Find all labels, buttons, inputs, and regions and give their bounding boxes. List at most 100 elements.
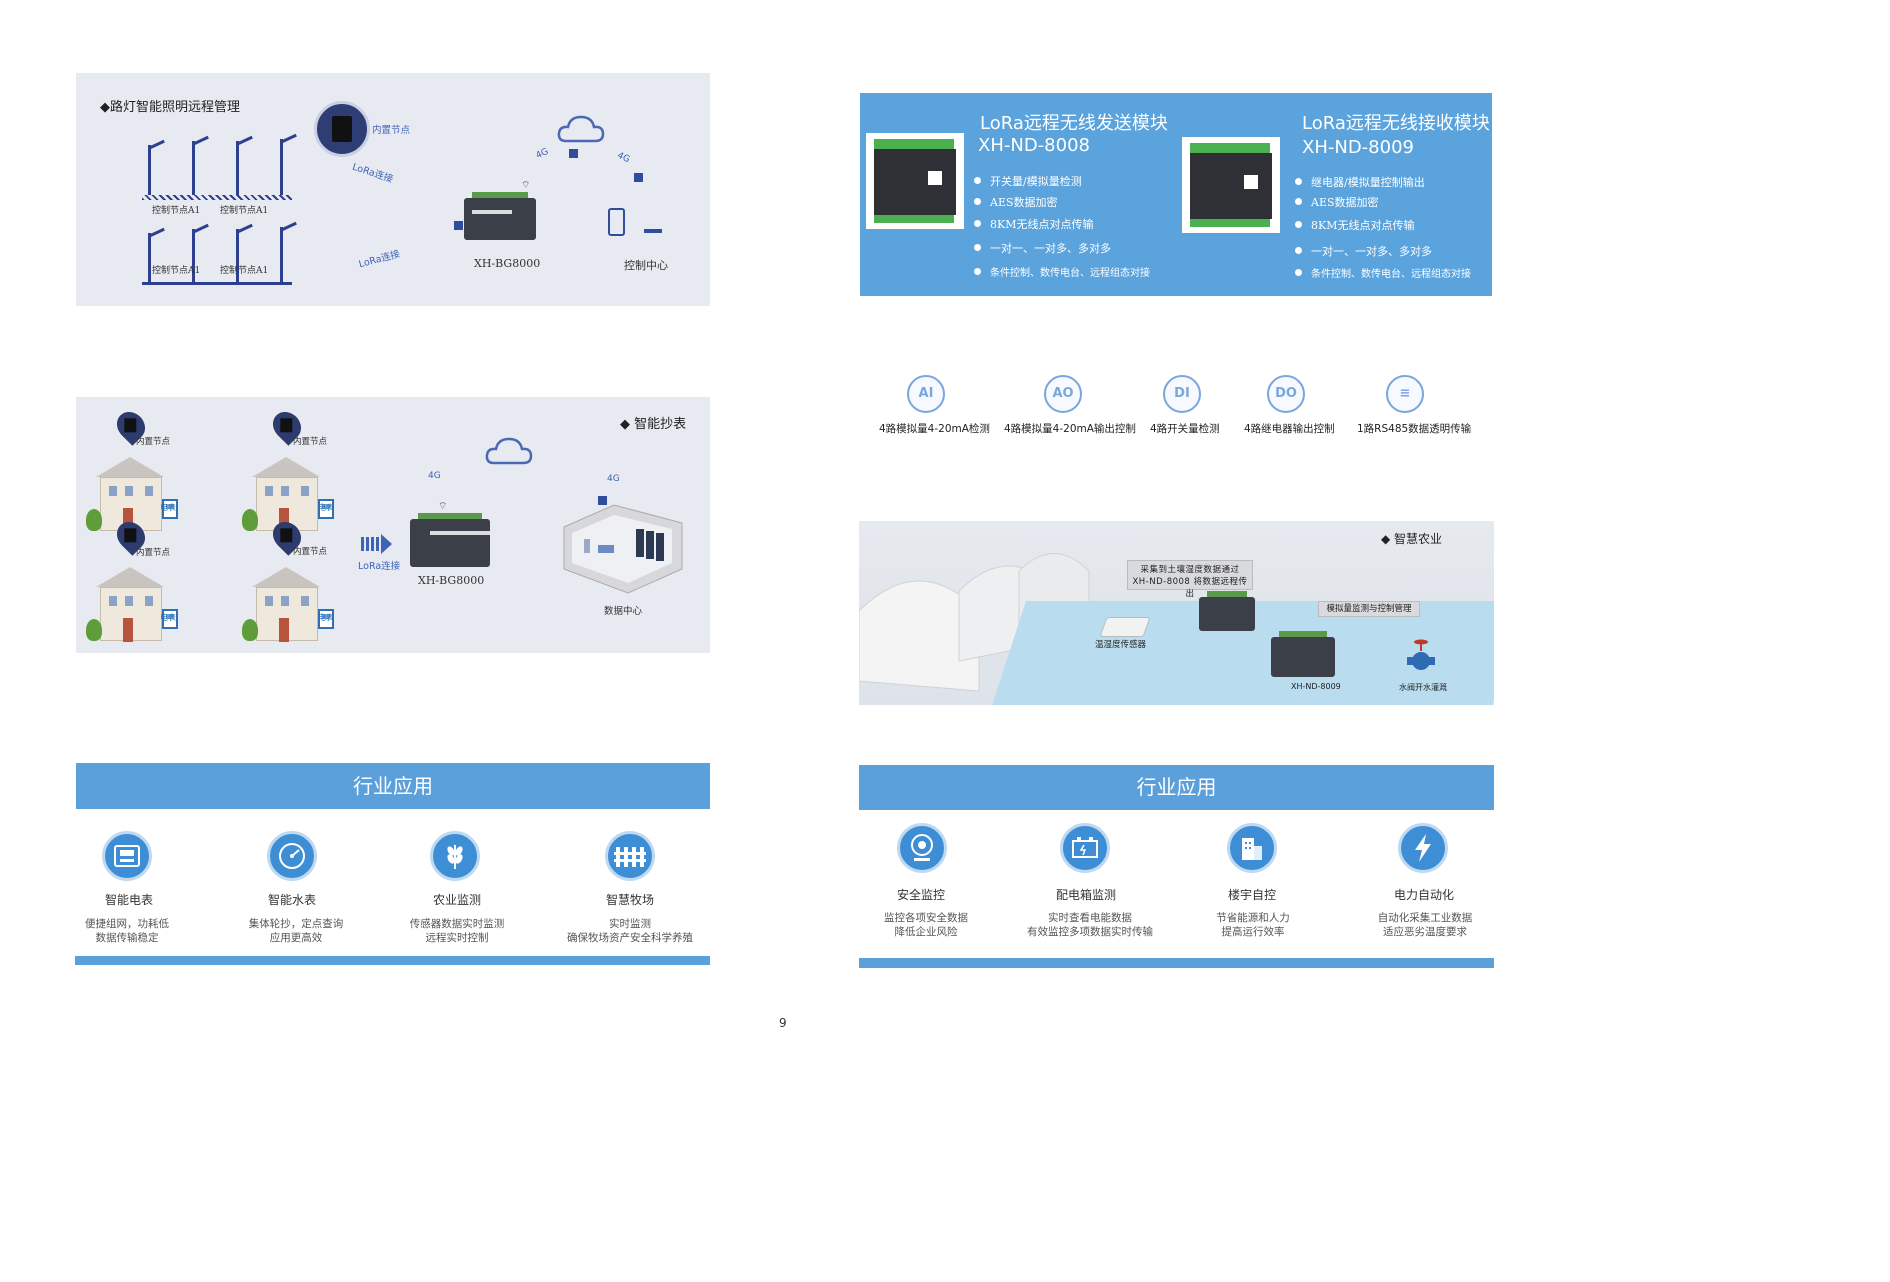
signal-marker: [598, 496, 607, 505]
sender-device-image: [866, 133, 964, 229]
electric-meter-icon: [318, 499, 334, 519]
app-desc-line: 实时监测 确保牧场资产安全科学养殖: [567, 918, 693, 944]
feature-label: 4路继电器输出控制: [1244, 423, 1335, 435]
meter-icon: [102, 831, 152, 881]
app-title: 楼宇自控: [1227, 888, 1276, 902]
data-center-illustration: [554, 499, 686, 595]
signal-marker: [634, 173, 643, 182]
street-pole: [148, 145, 151, 195]
app-title: 配电箱监测: [1055, 888, 1116, 902]
phone-icon: [608, 208, 625, 236]
control-node-label: 控制节点A1: [220, 206, 269, 216]
receiver-device-image: [1182, 137, 1280, 233]
house-roof: [252, 567, 320, 587]
receiver-device: [1271, 631, 1335, 677]
feature-label: 4路模拟量4-20mA检测: [879, 423, 990, 435]
app-title: 农业监测: [432, 893, 481, 907]
app-desc-line: 节省能源和人力 提高运行效率: [1216, 912, 1290, 938]
meter-panel: ◆ 智能抄表 内置节点 电表 内置节点 电表 内置节点 电表 内置节点 电表: [76, 397, 710, 653]
arrow-right-icon: [361, 534, 393, 558]
house-roof: [252, 457, 320, 477]
receiver-bullet: AES数据加密: [1295, 196, 1379, 209]
app-desc-line: 实时查看电能数据 有效监控多项数据实时传输: [1027, 912, 1153, 938]
device-terminal: [1279, 631, 1327, 637]
industry-title-bar-right: 行业应用: [859, 765, 1494, 810]
fence-icon: [605, 831, 655, 881]
street-pole: [148, 233, 151, 283]
device-body: [874, 149, 956, 215]
app-title: 电力自动化: [1393, 888, 1454, 902]
sender-bullet: 开关量/模拟量检测: [974, 175, 1082, 188]
bottom-bar-right: [859, 958, 1494, 968]
app-desc-line: 便捷组网，功耗低 数据传输稳定: [85, 918, 169, 944]
analog-input-icon: AI: [907, 375, 945, 413]
water-valve-icon: [1407, 639, 1435, 670]
sensor-device: [1099, 617, 1151, 637]
sender-bullet: 条件控制、数传电台、远程组态对接: [974, 264, 1150, 279]
house-roof: [96, 457, 164, 477]
meter-title: ◆ 智能抄表: [620, 417, 687, 432]
wifi-icon: ⌔: [438, 501, 448, 512]
street-baseline-top: [142, 195, 292, 200]
street-lamp-head: [237, 223, 253, 234]
builtin-node-label: 内置节点: [136, 548, 171, 558]
page-number: 9: [779, 1016, 787, 1030]
sender-bullet: AES数据加密: [974, 196, 1058, 209]
meter-label: 电表: [318, 503, 334, 512]
house-body: [256, 587, 318, 642]
street-pole: [236, 229, 239, 283]
street-baseline-bottom: [142, 282, 292, 285]
meter-label: 电表: [318, 613, 334, 622]
gateway-label: XH-BG8000: [474, 257, 541, 270]
app-title: 智慧牧场: [605, 893, 654, 907]
lora-link-label: LoRa连接: [358, 561, 401, 572]
cloud-icon: [484, 435, 534, 467]
app-desc-line: 传感器数据实时监测 远程实时控制: [409, 918, 505, 944]
app-desc-line: 监控各项安全数据 降低企业风险: [884, 912, 968, 938]
tree-icon: [242, 619, 258, 641]
control-center-label: 控制中心: [624, 259, 668, 272]
house-illustration: [86, 516, 196, 657]
receiver-bullet: 一对一、一对多、多对多: [1295, 245, 1432, 258]
terminal-strip: [874, 139, 954, 149]
street-pole: [280, 139, 283, 195]
sender-device: [1199, 591, 1255, 631]
builtin-node-label: 内置节点: [136, 437, 171, 447]
receiver-label: XH-ND-8009: [1291, 682, 1341, 691]
net-4g-label: 4G: [607, 474, 620, 484]
sensor-label: 温湿度传感器: [1095, 640, 1147, 650]
lightning-icon: [1398, 823, 1448, 873]
analog-output-icon: AO: [1044, 375, 1082, 413]
device-terminal: [472, 192, 528, 198]
receiver-title: LoRa远程无线接收模块: [1302, 113, 1490, 134]
street-lamp-head: [281, 133, 297, 144]
street-lamp-head: [149, 227, 165, 238]
sender-title: LoRa远程无线发送模块: [980, 113, 1168, 134]
callout-text: 采集到土壤湿度数据通过 XH-ND-8008 将数据远程传出: [1132, 565, 1248, 599]
electric-meter-icon: [318, 609, 334, 629]
meter-label: 电表: [160, 613, 176, 622]
building-icon: [1227, 823, 1277, 873]
street-pole: [192, 141, 195, 195]
receiver-bullet: 继电器/模拟量控制输出: [1295, 176, 1425, 189]
street-pole: [236, 141, 239, 195]
qr-code-icon: [1244, 175, 1258, 189]
agriculture-title: ◆ 智慧农业: [1381, 532, 1443, 546]
gateway-device: [410, 513, 490, 567]
industry-title-bar-left: 行业应用: [76, 763, 710, 809]
node-device-icon: [332, 116, 352, 142]
control-node-label: 控制节点A1: [220, 266, 269, 276]
cloud-icon: [556, 113, 606, 145]
meter-label: 电表: [160, 503, 176, 512]
gateway-label: XH-BG8000: [418, 574, 485, 587]
terminal-strip: [1190, 143, 1270, 153]
bottom-bar-left: [75, 956, 710, 965]
street-pole: [280, 227, 283, 283]
house-roof: [96, 567, 164, 587]
qr-code-icon: [928, 171, 942, 185]
valve-label: 水阀开水灌溉: [1399, 683, 1447, 692]
streetlight-title: ◆路灯智能照明远程管理: [100, 100, 240, 115]
feature-label: 4路模拟量4-20mA输出控制: [1004, 423, 1136, 435]
control-node-label: 控制节点A1: [152, 206, 201, 216]
battery-icon: [1060, 823, 1110, 873]
